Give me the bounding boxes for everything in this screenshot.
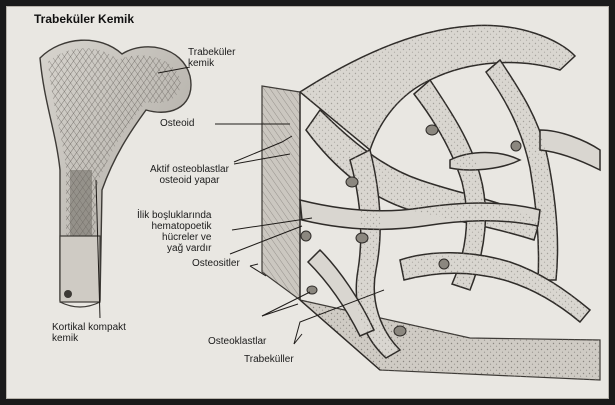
label-trabekuller: Trabeküller bbox=[244, 354, 294, 365]
leader-osteoklastlar-2 bbox=[262, 292, 310, 316]
label-trabekuler-kemik: Trabeküler kemik bbox=[188, 47, 235, 69]
leader-osteositler-2 bbox=[250, 264, 258, 266]
label-osteositler: Osteositler bbox=[192, 258, 240, 269]
label-ilik-bosluklari: İlik boşluklarında hematopoetik hücreler… bbox=[137, 210, 211, 254]
trabecular-network-illustration bbox=[262, 25, 600, 380]
label-osteoid: Osteoid bbox=[160, 118, 194, 129]
label-aktif-osteoblastlar: Aktif osteoblastlar osteoid yapar bbox=[150, 164, 229, 186]
figure-title: Trabeküler Kemik bbox=[34, 12, 134, 26]
label-kortikal-kompakt-kemik: Kortikal kompakt kemik bbox=[52, 322, 126, 344]
leader-osteoklastlar-1 bbox=[262, 304, 298, 316]
label-osteoklastlar: Osteoklastlar bbox=[208, 336, 266, 347]
